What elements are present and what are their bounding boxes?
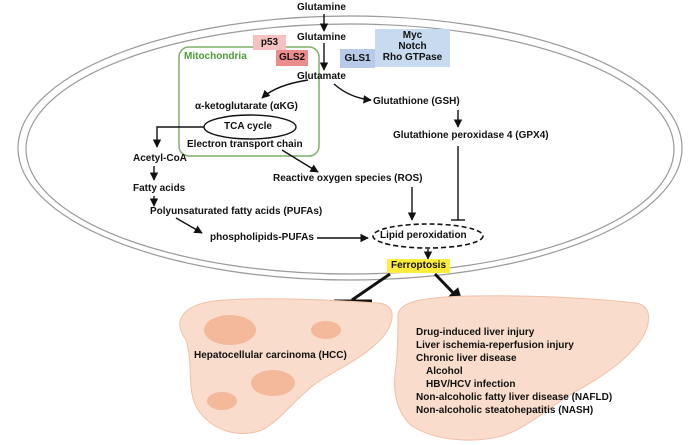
liver-right: [394, 295, 650, 441]
gls2-box: [276, 50, 308, 66]
disease-item: Chronic liver disease: [416, 353, 517, 364]
p53-box: [253, 35, 286, 50]
p53-label: p53: [260, 37, 279, 48]
rho-gtpase-label: Rho GTPase: [382, 52, 443, 63]
liver-left-spot-1: [204, 315, 256, 345]
cell-membrane-outer: [17, 15, 683, 281]
liver-left: [179, 298, 393, 434]
disease-item: Alcohol: [426, 366, 463, 377]
glutamine-intracellular-label: Glutamine: [297, 32, 346, 43]
pufas-label: Polyunsaturated fatty acids (PUFAs): [150, 206, 323, 217]
gpx4-label: Glutathione peroxidase 4 (GPX4): [393, 130, 549, 141]
notch-label: Notch: [398, 41, 427, 52]
myc-label: Myc: [402, 30, 423, 41]
fattyacids-label: Fatty acids: [133, 183, 186, 194]
disease-item: HBV/HCV infection: [426, 379, 516, 390]
glutamate-label: Glutamate: [297, 71, 346, 82]
arrow-glutamate-to-akg: [261, 79, 309, 99]
liver-left-spot-4: [207, 392, 237, 410]
gls2-label: GLS2: [278, 52, 306, 63]
disease-item: Liver ischemia-reperfusion injury: [416, 340, 574, 351]
lipid-peroxidation-label: Lipid peroxidation: [380, 230, 467, 241]
gls1-label: GLS1: [344, 53, 371, 64]
gsh-label: Glutathione (GSH): [373, 96, 460, 107]
ros-label: Reactive oxygen species (ROS): [273, 173, 423, 184]
arrow-tca-to-acetylcoa: [152, 126, 204, 148]
tca-cycle-label: TCA cycle: [224, 121, 272, 132]
mitochondria-label: Mitochondria: [184, 51, 247, 62]
ferroptosis-label: Ferroptosis: [387, 259, 451, 273]
arrow-etc-to-ros: [281, 149, 319, 173]
liver-left-spot-3: [251, 370, 295, 396]
etc-label: Electron transport chain: [187, 139, 303, 150]
cell-membrane-inner: [25, 23, 675, 275]
myc-group-label: Myc Notch Rho GTPase: [375, 30, 450, 63]
arrow-pufas-to-phospholipids: [175, 217, 203, 234]
gls1-box: [340, 49, 375, 68]
akg-label: α-ketoglutarate (αKG): [195, 101, 298, 112]
glutamine-extracellular-label: Glutamine: [297, 2, 346, 13]
acetylcoa-label: Acetyl-CoA: [133, 153, 187, 164]
phospholipids-label: phospholipids-PUFAs: [210, 232, 314, 243]
disease-item: Drug-induced liver injury: [416, 327, 535, 338]
lipid-peroxidation-ellipse: [372, 223, 484, 249]
hcc-label: Hepatocellular carcinoma (HCC): [194, 350, 347, 361]
disease-item: Non-alcoholic steatohepatitis (NASH): [416, 405, 594, 416]
liver-left-spot-2: [311, 321, 341, 339]
myc-group-box: [375, 29, 450, 67]
arrow-glutamate-to-gsh: [333, 83, 372, 104]
inhibit-ferroptosis-hcc: [351, 272, 391, 302]
mitochondria-box: [178, 46, 320, 157]
disease-item: Non-alcoholic fatty liver disease (NAFLD…: [416, 392, 613, 403]
